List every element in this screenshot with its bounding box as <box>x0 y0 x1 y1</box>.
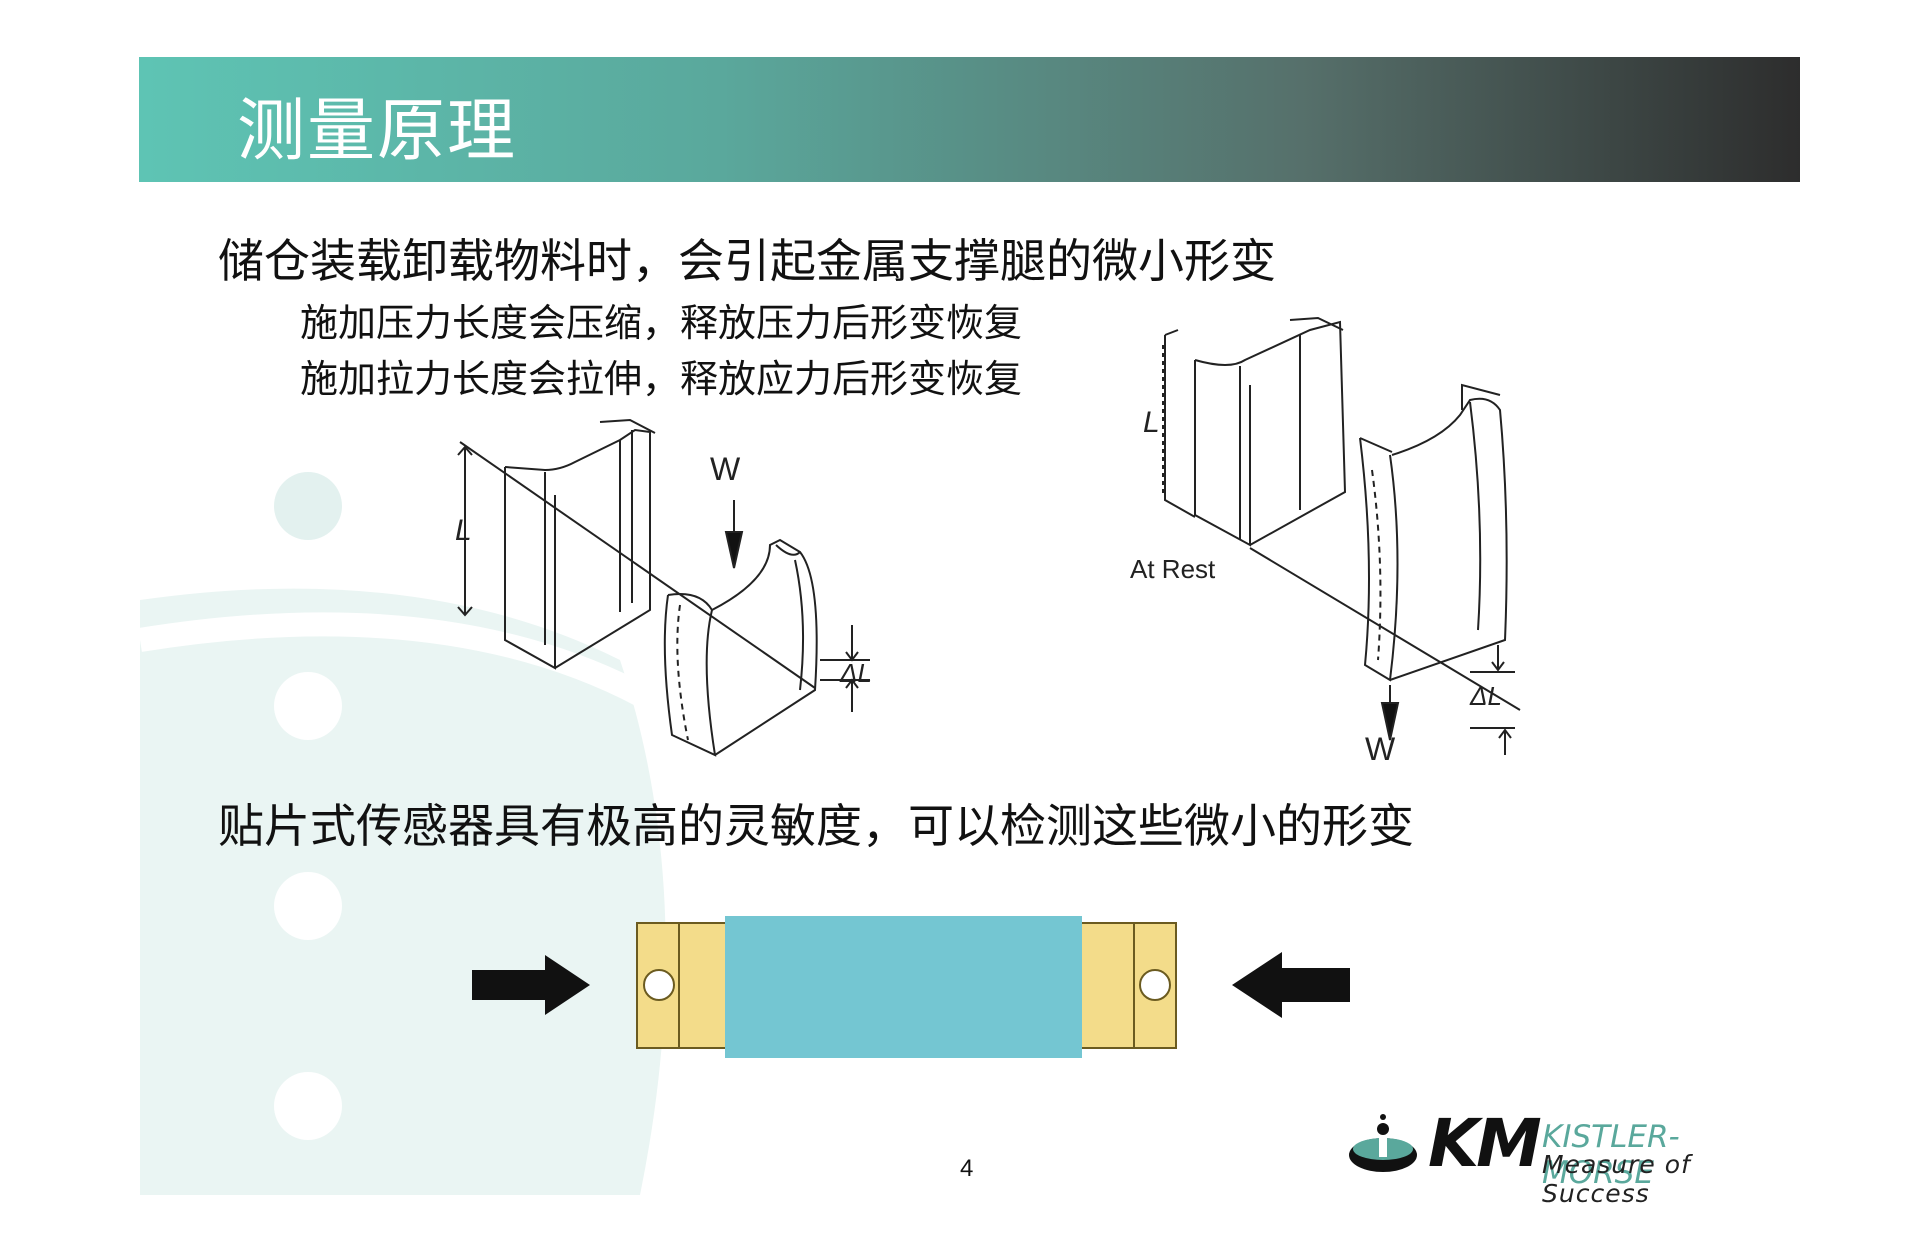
right-beam-rest <box>1164 316 1347 547</box>
right-delta-dimension <box>1470 645 1515 755</box>
arrow-left-icon <box>1232 952 1350 1018</box>
left-force-arrow <box>724 500 744 569</box>
left-force-label: W <box>710 451 741 487</box>
right-rest-label: At Rest <box>1130 554 1216 584</box>
mount-hole-left <box>643 969 675 1001</box>
page-number: 4 <box>960 1155 974 1182</box>
page-title: 测量原理 <box>237 92 518 171</box>
body-line-3: 施加拉力长度会拉伸，释放应力后形变恢复 <box>300 357 1023 401</box>
right-axis-line <box>1249 547 1521 711</box>
arrow-right-icon <box>472 955 590 1015</box>
logo-tagline: Measure of Success <box>1542 1150 1691 1208</box>
body-line-1: 储仓装载卸载物料时，会引起金属支撑腿的微小形变 <box>218 234 1276 288</box>
right-force-arrow <box>1380 685 1400 741</box>
left-length-dimension <box>457 445 473 617</box>
body-line-2: 施加压力长度会压缩，释放压力后形变恢复 <box>300 301 1023 345</box>
left-delta-dimension <box>820 625 870 712</box>
left-length-label: L <box>455 514 472 547</box>
left-delta-label: ΔL <box>839 658 872 688</box>
right-length-label: L <box>1143 406 1160 439</box>
right-delta-label: ΔL <box>1469 681 1502 711</box>
left-beam-compressed <box>663 538 818 757</box>
logo-emblem-icon <box>1349 1114 1417 1172</box>
mount-hole-right <box>1139 969 1171 1001</box>
body-line-4: 贴片式传感器具有极高的灵敏度，可以检测这些微小的形变 <box>218 799 1414 853</box>
logo-company-name: KISTLER-MORSE <box>1542 1119 1680 1191</box>
company-logo: KM KISTLER-MORSE Measure of Success <box>1345 1105 1785 1208</box>
logo-initials: KM <box>1428 1105 1542 1182</box>
sensor-body <box>725 916 1082 1058</box>
left-axis-line <box>459 441 816 689</box>
header-band: 测量原理 <box>139 57 1800 182</box>
right-force-label: W <box>1365 731 1396 767</box>
right-beam-elongated <box>1359 383 1508 682</box>
